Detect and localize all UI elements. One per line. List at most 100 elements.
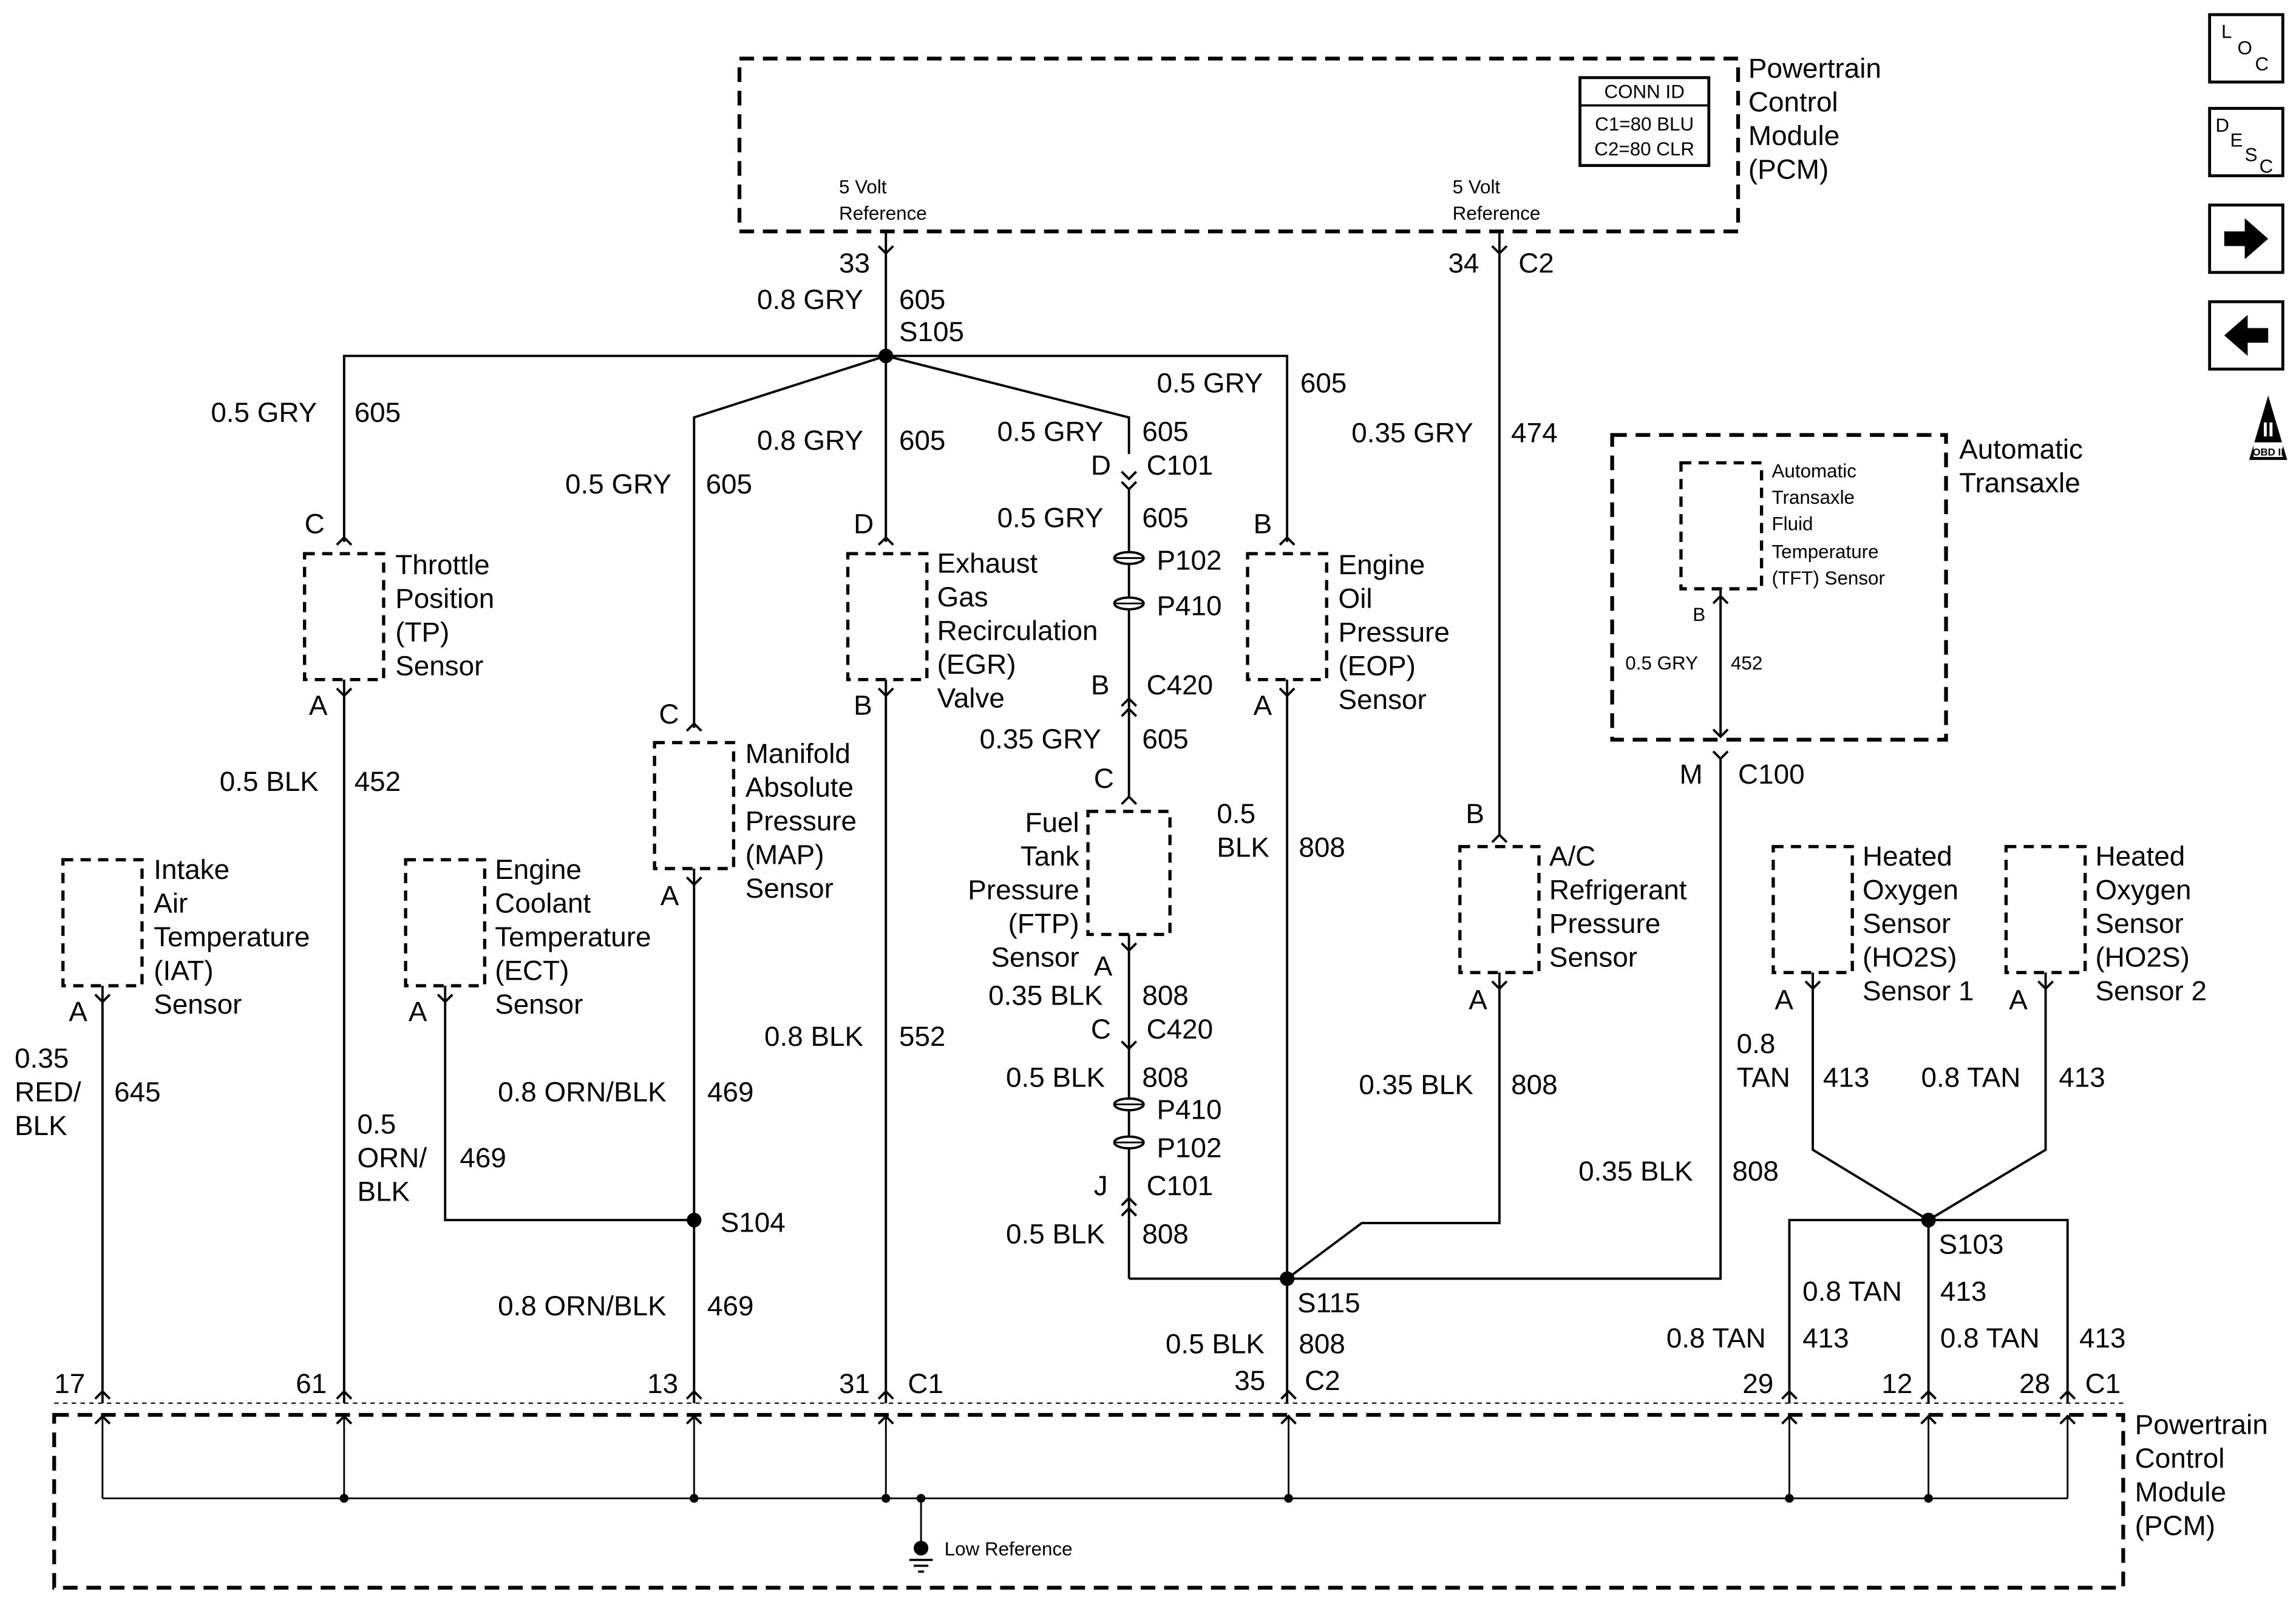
svg-text:605: 605 <box>1142 503 1188 534</box>
desc-icon[interactable]: D E S C <box>2208 107 2284 177</box>
svg-text:605: 605 <box>1300 368 1347 399</box>
tp-sensor-box <box>303 552 385 682</box>
svg-text:Manifold: Manifold <box>746 738 851 769</box>
svg-text:CONN ID: CONN ID <box>1604 81 1684 103</box>
svg-text:C420: C420 <box>1147 1014 1214 1045</box>
svg-text:Pressure: Pressure <box>1549 908 1660 939</box>
svg-text:BLK: BLK <box>15 1110 67 1141</box>
svg-text:413: 413 <box>1823 1062 1869 1093</box>
svg-text:0.5 BLK: 0.5 BLK <box>1006 1219 1105 1250</box>
svg-text:C1: C1 <box>2085 1368 2121 1399</box>
svg-text:C: C <box>1091 1014 1111 1045</box>
connector-p102-bottom <box>1113 1135 1145 1150</box>
svg-text:0.35 GRY: 0.35 GRY <box>1351 418 1473 449</box>
pcm-top-box <box>737 56 1741 234</box>
svg-text:0.8 ORN/BLK: 0.8 ORN/BLK <box>498 1290 667 1321</box>
ect-sensor-box <box>404 858 487 988</box>
s105-branches <box>342 354 1289 728</box>
svg-text:469: 469 <box>707 1077 753 1108</box>
svg-text:Oil: Oil <box>1339 583 1373 614</box>
internal-ground-bus <box>101 1415 2069 1545</box>
svg-text:OBD II: OBD II <box>2252 446 2284 458</box>
svg-text:BLK: BLK <box>358 1176 410 1207</box>
prev-arrow-icon[interactable] <box>2208 300 2284 371</box>
svg-text:II: II <box>2263 418 2274 441</box>
svg-text:Throttle: Throttle <box>395 549 489 580</box>
svg-text:(ECT): (ECT) <box>495 955 569 986</box>
svg-text:0.35 BLK: 0.35 BLK <box>1359 1070 1473 1100</box>
svg-text:452: 452 <box>355 766 401 797</box>
svg-text:BLK: BLK <box>1217 832 1269 863</box>
svg-text:(TP): (TP) <box>395 617 449 648</box>
svg-text:Sensor: Sensor <box>154 989 242 1020</box>
svg-text:Absolute: Absolute <box>746 772 854 803</box>
svg-text:0.5 BLK: 0.5 BLK <box>1006 1062 1105 1093</box>
ref-right-label: 5 Volt Reference <box>1453 177 1541 224</box>
svg-text:A: A <box>409 996 427 1027</box>
svg-text:M: M <box>1680 759 1703 790</box>
tp-sensor-label: Throttle Position (TP) Sensor <box>395 549 494 682</box>
svg-text:D: D <box>2215 115 2229 136</box>
svg-text:C: C <box>305 508 325 539</box>
svg-text:0.35 BLK: 0.35 BLK <box>988 980 1103 1011</box>
ac-sensor-label: A/C Refrigerant Pressure Sensor <box>1549 841 1687 973</box>
svg-text:Position: Position <box>395 583 494 614</box>
svg-text:413: 413 <box>1940 1276 1986 1307</box>
svg-text:Fuel: Fuel <box>1025 807 1079 838</box>
ho2s2-sensor-box <box>2004 845 2087 974</box>
svg-text:Sensor 2: Sensor 2 <box>2096 975 2207 1006</box>
svg-text:413: 413 <box>1802 1323 1849 1354</box>
pcm-bottom-pin-labels: 17 61 13 31 C1 29 12 28 C1 <box>54 1368 2121 1399</box>
svg-text:31: 31 <box>839 1368 870 1399</box>
svg-text:A: A <box>69 996 87 1027</box>
svg-text:S115: S115 <box>1297 1287 1360 1318</box>
egr-valve-box <box>846 552 929 682</box>
svg-text:(EGR): (EGR) <box>937 649 1016 680</box>
svg-text:469: 469 <box>707 1290 753 1321</box>
svg-text:A/C: A/C <box>1549 841 1595 872</box>
eop-sensor-box <box>1246 552 1328 682</box>
svg-text:Sensor: Sensor <box>991 942 1079 973</box>
iat-sensor-box <box>61 858 144 988</box>
svg-text:E: E <box>2230 129 2243 151</box>
svg-text:Transaxle: Transaxle <box>1959 467 2080 498</box>
svg-text:605: 605 <box>706 469 752 500</box>
svg-text:Reference: Reference <box>839 203 927 224</box>
splice-s104 <box>687 1213 702 1228</box>
svg-text:Automatic: Automatic <box>1772 461 1856 482</box>
svg-text:(FTP): (FTP) <box>1008 908 1079 939</box>
svg-text:Transaxle: Transaxle <box>1772 487 1855 508</box>
svg-text:0.8 GRY: 0.8 GRY <box>757 284 863 315</box>
svg-text:0.5: 0.5 <box>1217 798 1255 829</box>
eop-sensor-label: Engine Oil Pressure (EOP) Sensor <box>1339 549 1450 715</box>
svg-text:L: L <box>2221 21 2232 42</box>
svg-text:Air: Air <box>154 887 188 918</box>
ftp-sensor-box <box>1086 810 1172 937</box>
connector-p410-top <box>1113 596 1145 611</box>
svg-text:808: 808 <box>1299 832 1345 863</box>
svg-text:C: C <box>659 699 679 730</box>
next-arrow-icon[interactable] <box>2208 203 2284 274</box>
svg-text:B: B <box>1466 798 1484 829</box>
ho2s1-sensor-box <box>1771 845 1854 974</box>
svg-text:28: 28 <box>2019 1368 2050 1399</box>
svg-text:S103: S103 <box>1938 1229 2003 1260</box>
svg-text:TAN: TAN <box>1737 1062 1790 1093</box>
low-reference-label: Low Reference <box>945 1539 1073 1560</box>
svg-text:Oxygen: Oxygen <box>1863 875 1958 906</box>
svg-text:Sensor: Sensor <box>1339 684 1427 715</box>
svg-text:O: O <box>2238 37 2252 58</box>
svg-text:452: 452 <box>1731 653 1762 674</box>
svg-text:413: 413 <box>2079 1323 2125 1354</box>
svg-text:Tank: Tank <box>1021 841 1079 872</box>
transaxle-box <box>1610 433 1948 742</box>
svg-text:Sensor: Sensor <box>395 650 483 681</box>
svg-text:Sensor: Sensor <box>2096 908 2184 939</box>
tft-sensor-box <box>1679 461 1764 591</box>
svg-text:A: A <box>2009 985 2028 1015</box>
svg-text:(MAP): (MAP) <box>746 839 824 870</box>
svg-text:35: 35 <box>1234 1365 1265 1396</box>
svg-text:C1=80 BLU: C1=80 BLU <box>1595 114 1694 135</box>
svg-text:Reference: Reference <box>1453 203 1541 224</box>
loc-icon[interactable]: L O C <box>2208 13 2284 84</box>
